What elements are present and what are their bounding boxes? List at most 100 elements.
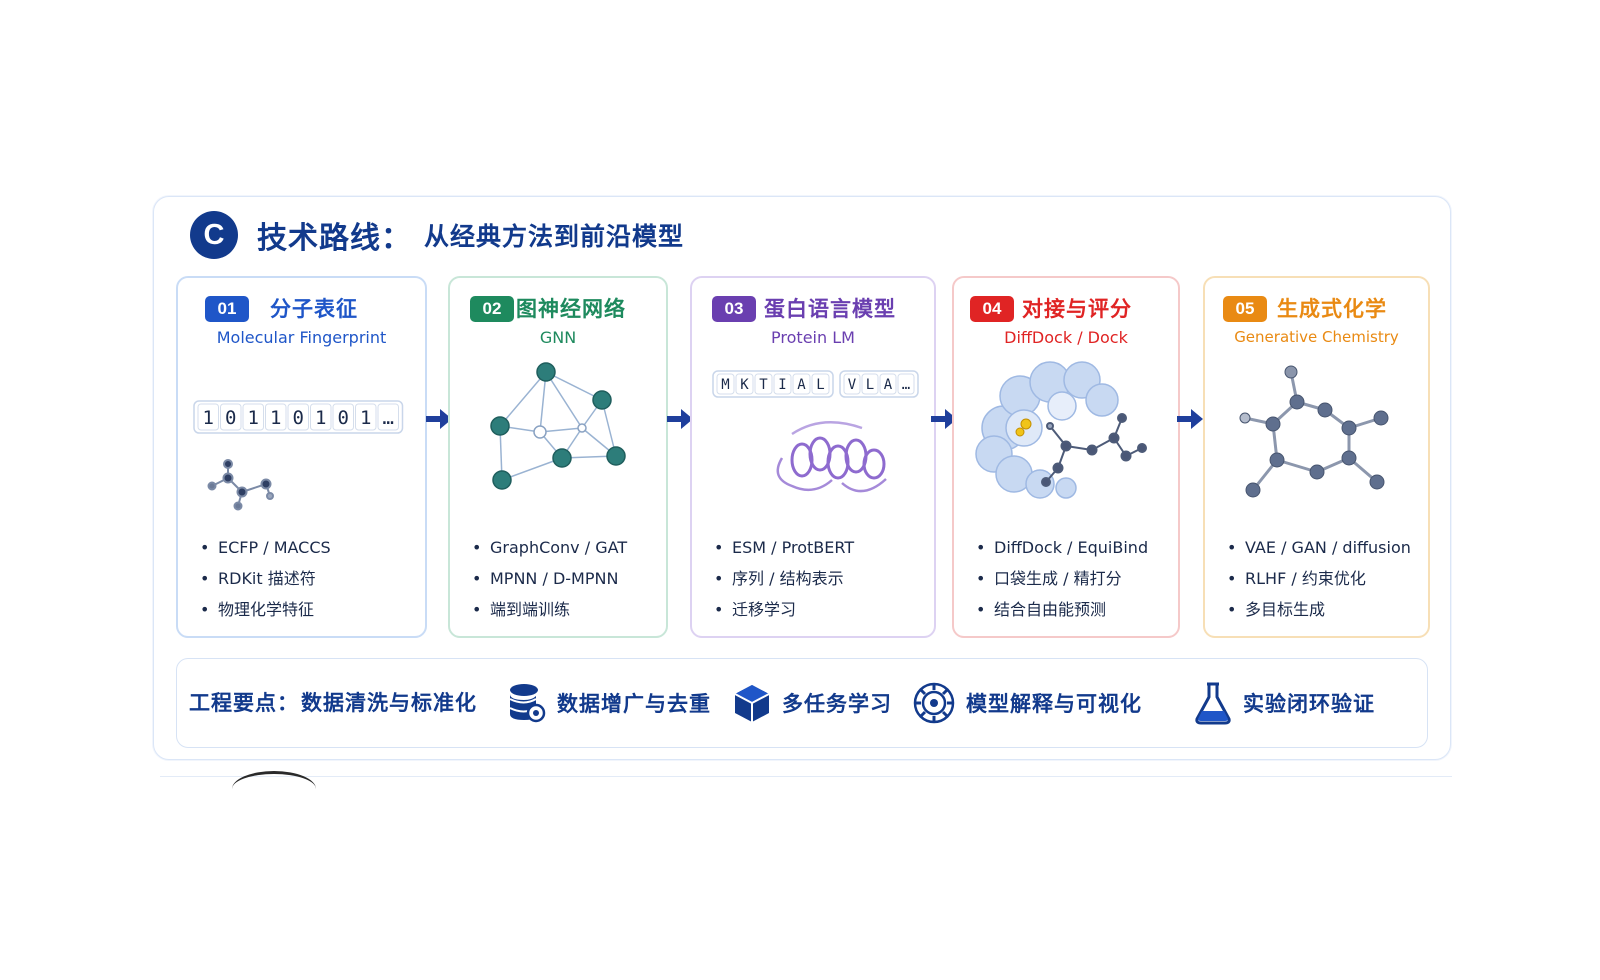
engineering-item: 实验闭环验证 <box>1193 681 1375 725</box>
step-number: 05 <box>1223 296 1267 322</box>
bullet-list: DiffDock / EquiBind 口袋生成 / 精打分 结合自由能预测 <box>976 532 1148 625</box>
bullet-item: RLHF / 约束优化 <box>1227 563 1411 594</box>
token-text: L <box>866 377 874 393</box>
card-gnn: 02 图神经网络 GNN GraphConv / GAT MPNN / D-MP… <box>448 276 668 638</box>
card-docking: 04 对接与评分 DiffDock / Dock DiffDock / Equi… <box>952 276 1180 638</box>
token-text: A <box>884 377 893 393</box>
protein-pocket-surface <box>975 361 1119 499</box>
molecule-illustration <box>1239 365 1389 498</box>
step-number: 02 <box>470 296 514 322</box>
token-text: 1 <box>360 407 371 429</box>
token-text: 0 <box>225 407 236 429</box>
token-box <box>754 373 773 395</box>
next-panel-edge <box>160 776 1452 787</box>
graph-network-illustration <box>490 362 626 490</box>
flask-icon <box>1195 682 1231 725</box>
bullet-list: ESM / ProtBERT 序列 / 结构表示 迁移学习 <box>714 532 854 625</box>
bullet-item: GraphConv / GAT <box>472 532 627 563</box>
engineering-item: 数据清洗与标准化 <box>301 691 477 715</box>
token-box <box>735 373 754 395</box>
token-box <box>197 403 219 431</box>
token-text: L <box>816 377 824 393</box>
bullet-list: GraphConv / GAT MPNN / D-MPNN 端到端训练 <box>472 532 627 625</box>
token-box <box>716 373 735 395</box>
bullet-item: 序列 / 结构表示 <box>714 563 854 594</box>
section-header: C 技术路线： 从经典方法到前沿模型 <box>190 207 684 263</box>
token-box <box>287 403 309 431</box>
token-box <box>377 403 399 431</box>
arrow-right-icon <box>931 409 957 429</box>
bullet-item: RDKit 描述符 <box>200 563 331 594</box>
token-text: K <box>740 377 749 393</box>
docking-illustration <box>975 361 1147 499</box>
token-box <box>265 403 287 431</box>
arrow-right-icon <box>667 409 693 429</box>
token-text: 0 <box>293 407 304 429</box>
bullet-item: 端到端训练 <box>472 594 627 625</box>
bullet-item: 口袋生成 / 精打分 <box>976 563 1148 594</box>
engineering-label: 工程要点： <box>189 691 299 715</box>
bullet-item: ESM / ProtBERT <box>714 532 854 563</box>
step-number: 01 <box>205 296 249 322</box>
token-text: 1 <box>203 407 214 429</box>
card-subtitle: Molecular Fingerprint <box>216 328 387 347</box>
card-subtitle: GNN <box>539 328 577 347</box>
bullet-item: MPNN / D-MPNN <box>472 563 627 594</box>
token-box <box>792 373 811 395</box>
engineering-item: 模型解释与可视化 <box>912 681 1142 725</box>
cube-icon <box>734 685 770 722</box>
card-title: 图神经网络 <box>516 297 626 321</box>
section-subtitle: 从经典方法到前沿模型 <box>424 222 685 251</box>
token-text: T <box>759 377 768 393</box>
gear-eye-icon <box>913 682 955 724</box>
token-box <box>355 403 377 431</box>
token-box <box>332 403 354 431</box>
card-subtitle: Protein LM <box>771 328 855 347</box>
bullet-item: DiffDock / EquiBind <box>976 532 1148 563</box>
engineering-item: 数据增广与去重 <box>507 681 711 725</box>
ligand-icon <box>1041 413 1147 487</box>
token-text: I <box>778 377 786 393</box>
bullet-item: ECFP / MACCS <box>200 532 331 563</box>
token-text: V <box>848 377 857 393</box>
database-icon <box>509 684 546 723</box>
token-box <box>220 403 242 431</box>
engineering-item-label: 多任务学习 <box>782 692 892 716</box>
token-box <box>242 403 264 431</box>
token-text: … <box>383 407 394 429</box>
card-title: 蛋白语言模型 <box>764 297 896 321</box>
bullet-list: ECFP / MACCS RDKit 描述符 物理化学特征 <box>200 532 331 625</box>
engineering-item-label: 模型解释与可视化 <box>966 692 1142 716</box>
card-title: 生成式化学 <box>1277 297 1387 321</box>
card-title: 对接与评分 <box>1022 297 1132 321</box>
bullet-item: 物理化学特征 <box>200 594 331 625</box>
token-text: 1 <box>315 407 326 429</box>
card-title: 分子表征 <box>270 297 358 321</box>
token-box <box>897 373 915 395</box>
token-box <box>811 373 830 395</box>
token-text: … <box>902 377 910 393</box>
token-box <box>310 403 332 431</box>
token-text: A <box>797 377 806 393</box>
card-generative-chemistry: 05 生成式化学 Generative Chemistry VAE / GAN … <box>1203 276 1430 638</box>
token-text: 0 <box>338 407 349 429</box>
section-badge: C <box>190 211 238 259</box>
token-box <box>773 373 792 395</box>
bullet-item: 迁移学习 <box>714 594 854 625</box>
token-box <box>879 373 897 395</box>
bullet-item: 多目标生成 <box>1227 594 1411 625</box>
token-text: 1 <box>248 407 259 429</box>
section-title: 技术路线： <box>257 221 412 256</box>
bullet-item: VAE / GAN / diffusion <box>1227 532 1411 563</box>
engineering-strip: 工程要点： 数据清洗与标准化 数据增广与去重 多任务学习 <box>176 658 1428 748</box>
card-subtitle: Generative Chemistry <box>1234 328 1399 346</box>
engineering-item-label: 数据增广与去重 <box>557 692 711 716</box>
bullet-item: 结合自由能预测 <box>976 594 1148 625</box>
arrow-right-icon <box>1177 409 1203 429</box>
token-box <box>861 373 879 395</box>
